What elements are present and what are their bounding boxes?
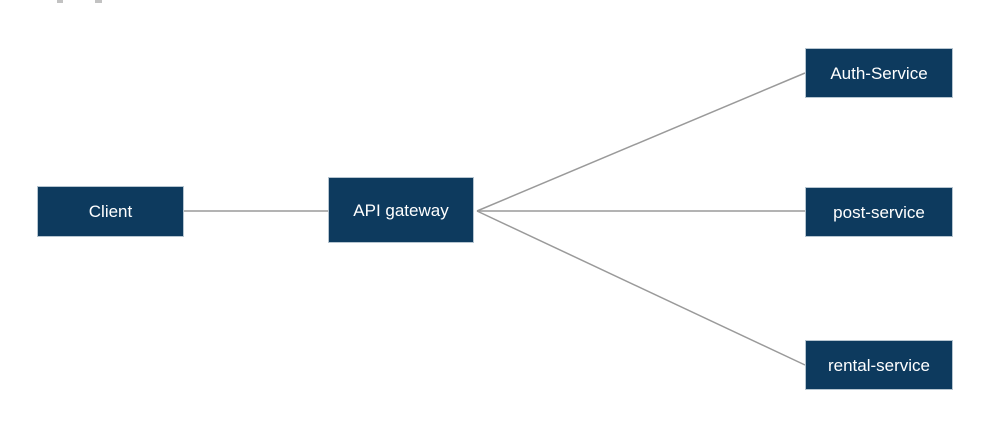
node-api-gateway[interactable]: API gateway <box>328 177 474 243</box>
node-post-service-label: post-service <box>833 202 925 222</box>
node-auth-service[interactable]: Auth-Service <box>805 48 953 98</box>
clipped-text-fragment <box>57 0 63 3</box>
node-auth-service-label: Auth-Service <box>830 63 928 83</box>
node-rental-service[interactable]: rental-service <box>805 340 953 390</box>
node-post-service[interactable]: post-service <box>805 187 953 237</box>
node-rental-service-label: rental-service <box>827 355 931 375</box>
node-api-gateway-label: API gateway <box>353 200 449 220</box>
clipped-text-fragment <box>95 0 102 3</box>
edge-api-gateway-to-auth-service <box>476 72 806 212</box>
edge-api-gateway-to-rental-service <box>476 210 806 366</box>
node-client-label: Client <box>88 202 133 221</box>
node-client[interactable]: Client <box>37 186 184 237</box>
